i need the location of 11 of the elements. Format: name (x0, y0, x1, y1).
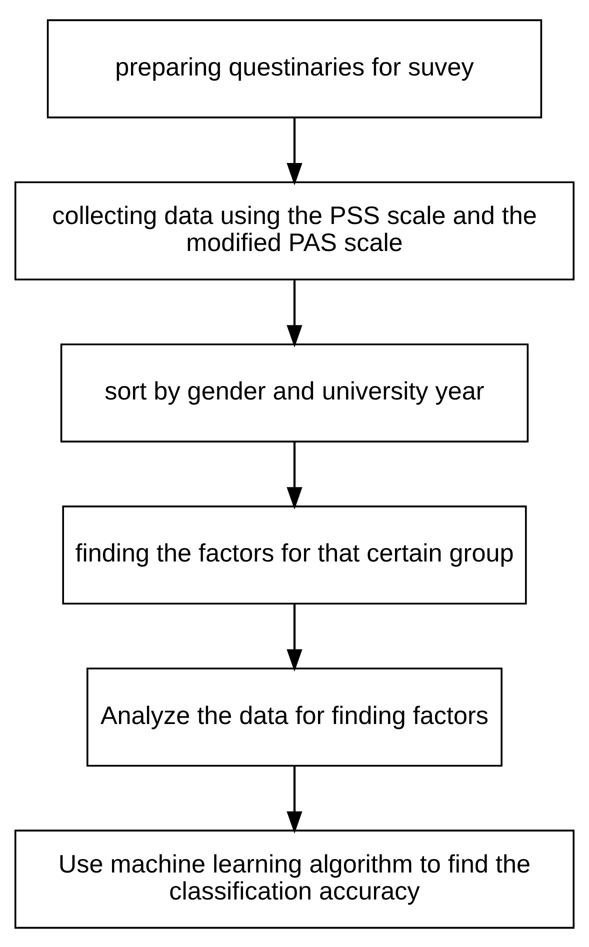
arrow (286, 442, 302, 510)
node-box: Use machine learning algorithm to find the classification accuracy (14, 829, 575, 928)
arrow (286, 118, 302, 185)
arrow (286, 766, 302, 834)
arrow (286, 604, 302, 672)
arrow (286, 280, 302, 347)
node-box: preparing questinaries for suvey (46, 18, 542, 118)
node-box: Analyze the data for finding factors (86, 667, 502, 766)
node-box: collecting data using the PSS scale and the modified PAS scale (14, 180, 575, 280)
node-box: finding the factors for that certain group (62, 505, 527, 604)
node-box: sort by gender and university year (60, 342, 529, 442)
